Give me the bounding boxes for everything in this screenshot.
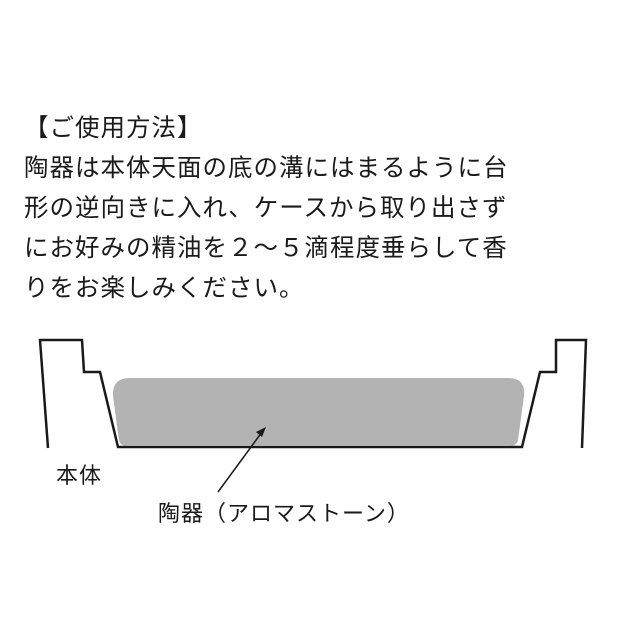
body-label: 本体 xyxy=(56,464,103,489)
case-body-outline xyxy=(38,338,588,449)
instructions-line-4: りをお楽しみください。 xyxy=(24,273,305,302)
instructions-line-2: 形の逆向きに入れ、ケースから取り出さず xyxy=(24,193,508,222)
instructions-heading: 【ご使用方法】 xyxy=(24,113,203,142)
aroma-stone-label: 陶器（アロマストーン） xyxy=(158,502,410,527)
instructions-line-3: にお好みの精油を２～５滴程度垂らして香 xyxy=(24,233,508,262)
leader-arrowhead xyxy=(256,427,266,437)
aroma-stone-shape xyxy=(112,378,525,446)
usage-instructions: 【ご使用方法】 陶器は本体天面の底の溝にはまるように台 形の逆向きに入れ、ケース… xyxy=(24,108,624,308)
instructions-line-1: 陶器は本体天面の底の溝にはまるように台 xyxy=(24,153,509,182)
leader-line xyxy=(217,431,263,493)
